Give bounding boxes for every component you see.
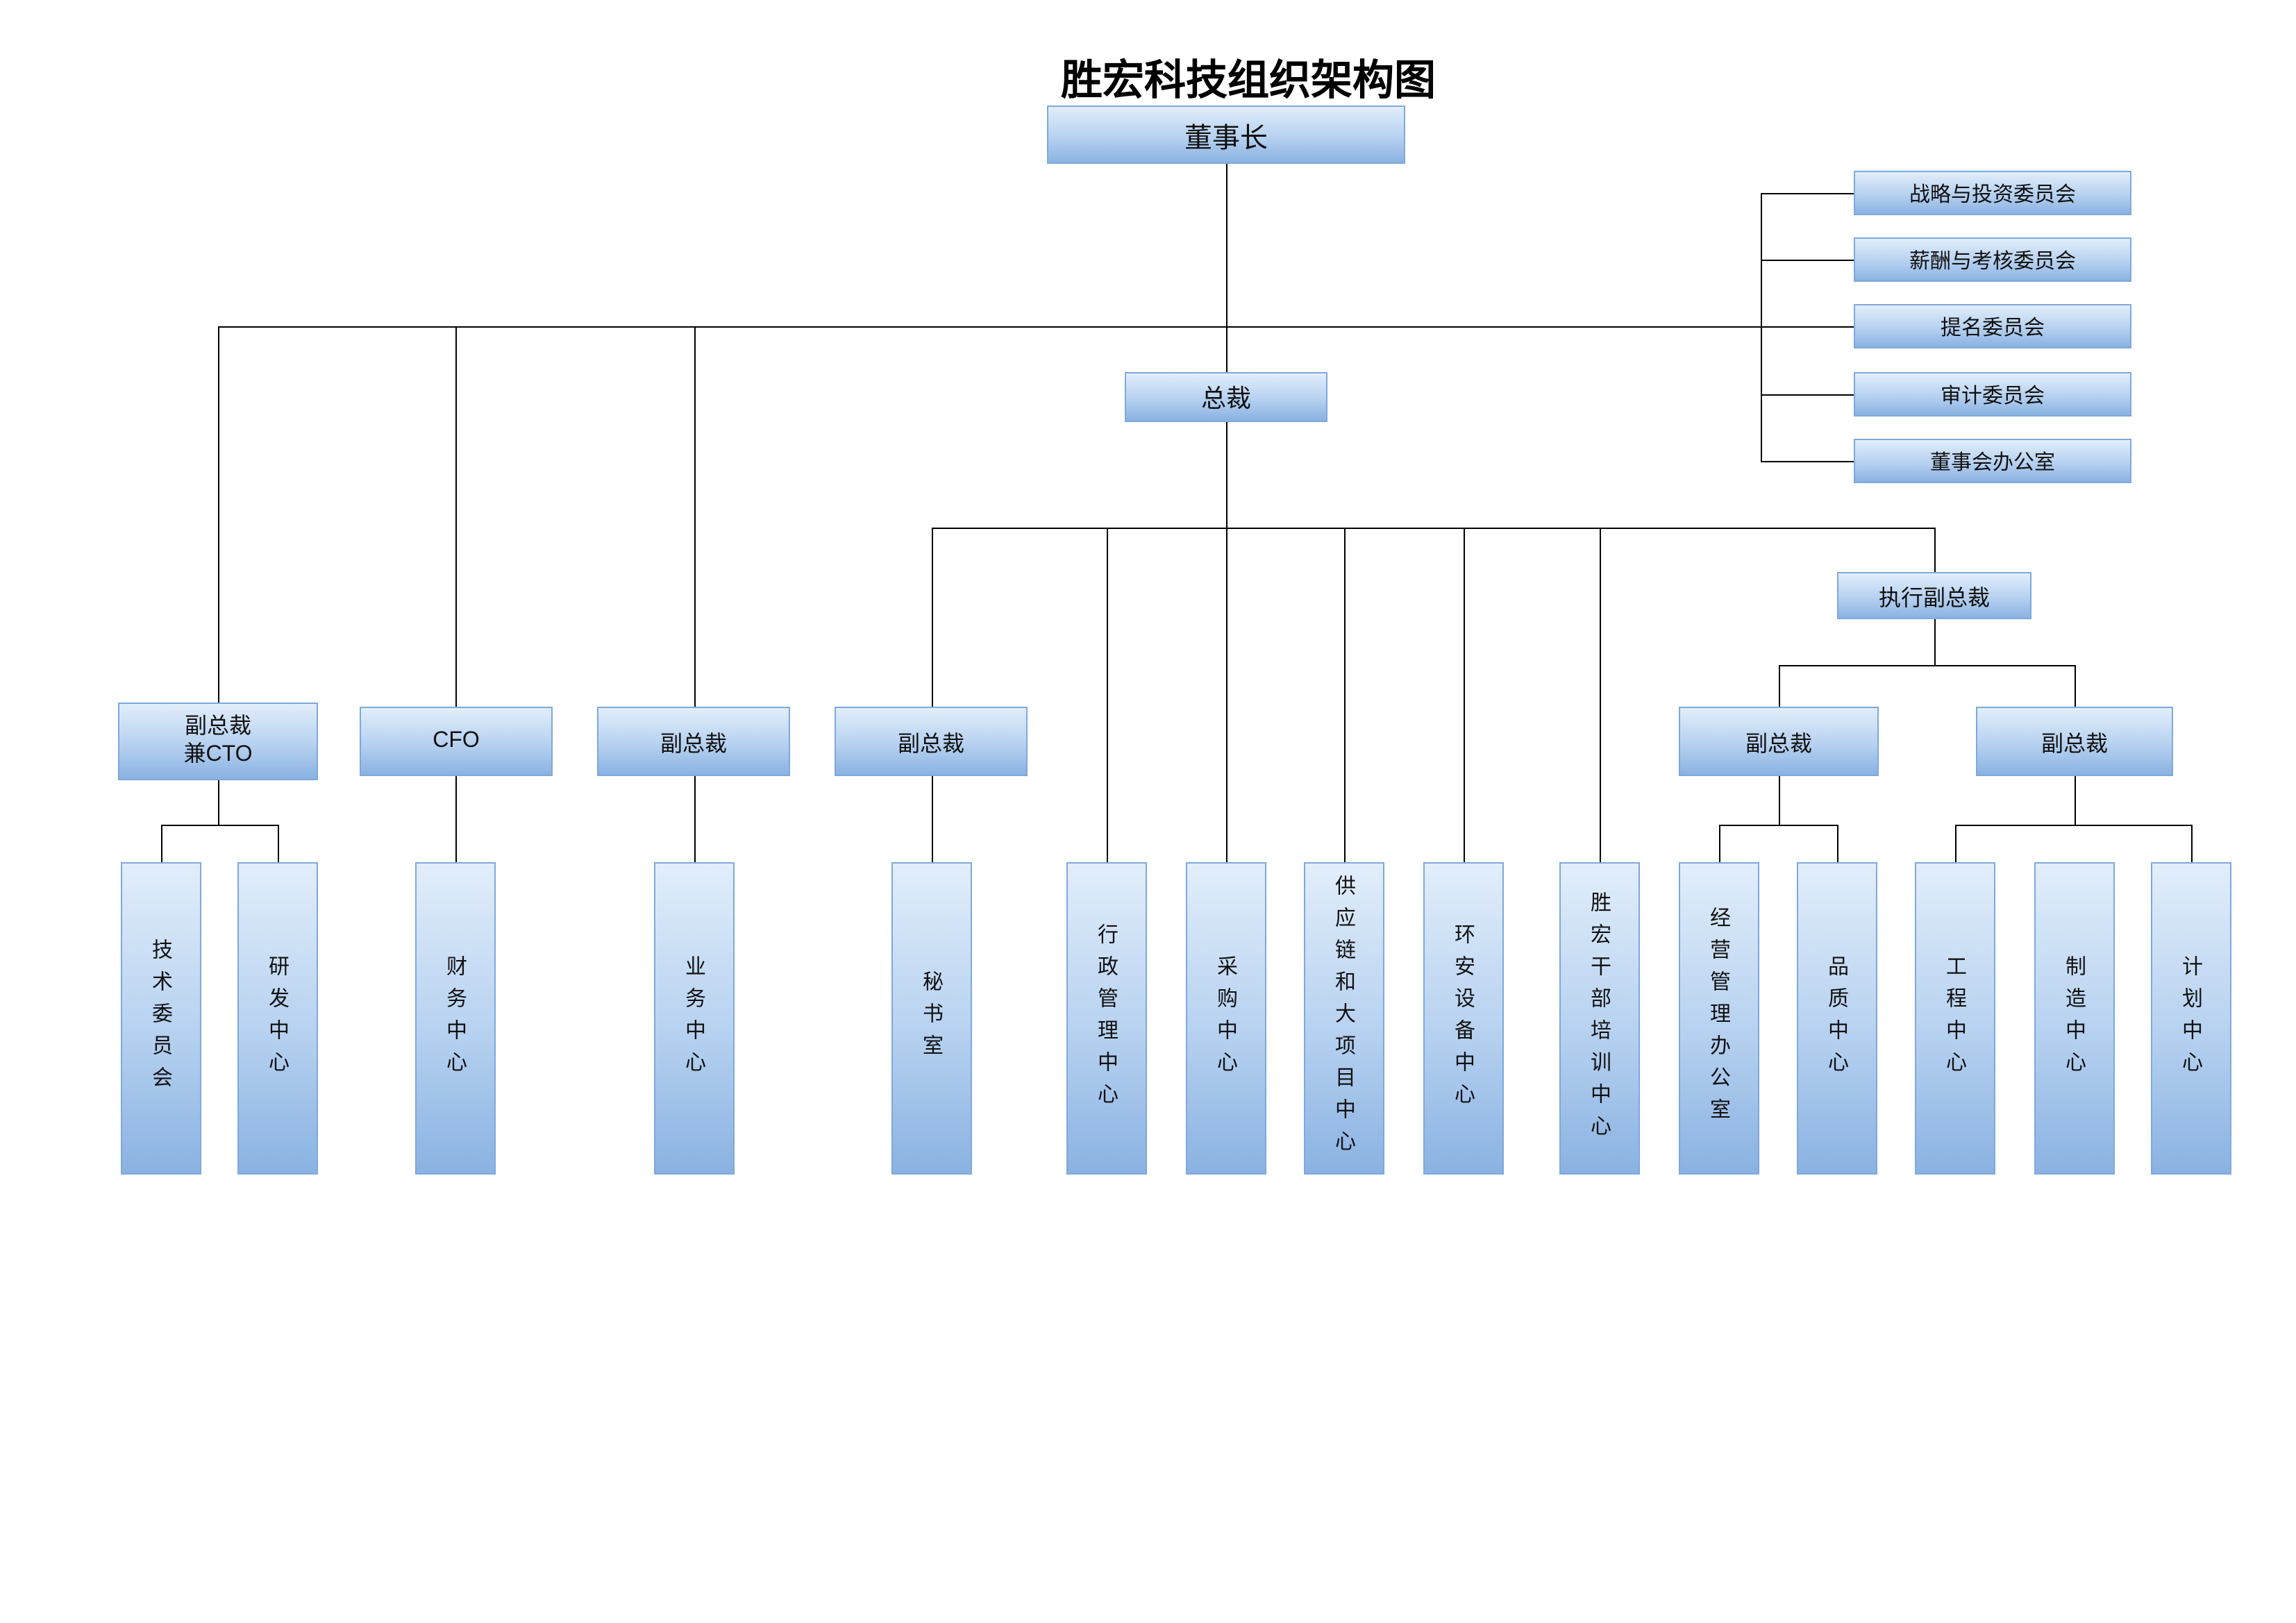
vp-cto-box: 副总裁 兼CTO [118, 703, 318, 780]
connector [1761, 461, 1854, 462]
dept-planning-center-box: 计划中心 [2151, 862, 2231, 1175]
dept-secretary-office-box: 秘书室 [891, 862, 972, 1175]
connector [1464, 528, 1465, 862]
connector [1226, 164, 1227, 372]
dept-manufacturing-center-box: 制造中心 [2034, 862, 2115, 1175]
connector [455, 776, 457, 862]
connector [218, 780, 219, 825]
dept-engineering-center-box: 工程中心 [1915, 862, 1995, 1175]
dept-operations-office-box: 经营管理办公室 [1679, 862, 1759, 1175]
connector [1934, 528, 1936, 572]
dept-business-center-box: 业务中心 [654, 862, 735, 1175]
connector [455, 326, 457, 707]
vp-manufacturing-box: 副总裁 [1976, 707, 2173, 776]
cfo-box: CFO [360, 707, 553, 776]
connector [1719, 825, 1720, 862]
vp-business-box: 副总裁 [597, 707, 790, 776]
connector [218, 326, 1854, 328]
connector [932, 528, 1936, 529]
executive-vp-box: 执行副总裁 [1837, 572, 2031, 619]
connector [1600, 528, 1601, 862]
committee-strategy-investment-box: 战略与投资委员会 [1854, 171, 2131, 215]
connector [932, 776, 933, 862]
dept-finance-center-box: 财务中心 [415, 862, 496, 1175]
dept-quality-center-box: 品质中心 [1797, 862, 1877, 1175]
committee-audit-box: 审计委员会 [1854, 372, 2131, 417]
connector [694, 776, 696, 862]
connector [1955, 825, 1956, 862]
dept-tech-committee-box: 技术委员会 [121, 862, 201, 1175]
committee-compensation-assessment-box: 薪酬与考核委员会 [1854, 237, 2131, 282]
connector [1761, 193, 1762, 462]
connector [2075, 665, 2076, 707]
dept-procurement-center-box: 采购中心 [1186, 862, 1266, 1175]
connector [694, 326, 696, 707]
dept-admin-center-box: 行政管理中心 [1066, 862, 1147, 1175]
connector [2191, 825, 2193, 862]
committee-nomination-box: 提名委员会 [1854, 304, 2131, 348]
dept-ehs-equipment-box: 环安设备中心 [1423, 862, 1504, 1175]
connector [161, 825, 162, 862]
connector [161, 825, 279, 826]
chairman-box: 董事长 [1047, 106, 1405, 164]
connector [1779, 665, 1780, 707]
connector [1107, 528, 1108, 862]
connector [1779, 665, 2076, 666]
connector [2075, 776, 2076, 825]
connector [1955, 825, 2193, 826]
connector [1344, 528, 1346, 862]
vp-secretariat-box: 副总裁 [835, 707, 1028, 776]
connector [1837, 825, 1838, 862]
connector [1779, 776, 1780, 825]
dept-rd-center-box: 研发中心 [237, 862, 318, 1175]
president-box: 总裁 [1125, 372, 1327, 422]
connector [218, 326, 219, 703]
connector [1761, 193, 1854, 194]
board-office-box: 董事会办公室 [1854, 439, 2131, 483]
connector [1761, 394, 1854, 396]
chart-title: 胜宏科技组织架构图 [1061, 58, 1436, 104]
connector [278, 825, 279, 862]
vp-cto-label-line1: 副总裁 [184, 715, 251, 739]
connector [1761, 260, 1854, 261]
vp-cto-label-line2: 兼CTO [183, 743, 253, 766]
dept-cadre-training-box: 胜宏干部培训中心 [1559, 862, 1640, 1175]
vp-operations-box: 副总裁 [1679, 707, 1879, 776]
connector [1719, 825, 1838, 826]
connector [932, 528, 933, 707]
connector [1934, 619, 1936, 665]
connector [1226, 422, 1227, 862]
dept-supply-chain-projects-box: 供应链和大项目中心 [1304, 862, 1384, 1175]
